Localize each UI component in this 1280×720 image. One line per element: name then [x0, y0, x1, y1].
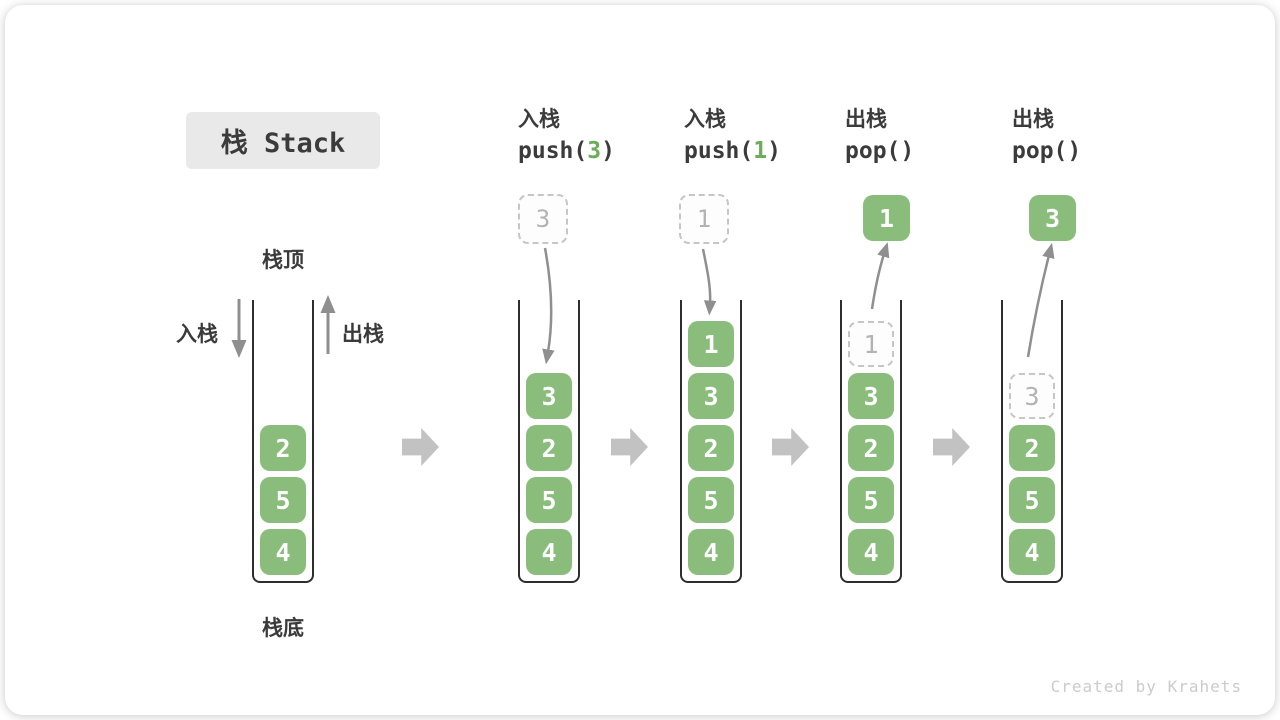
stage-transition-arrow-icon	[611, 428, 648, 466]
stack-element: 2	[688, 425, 734, 471]
operation-label-pop-2: 出栈 pop()	[1012, 106, 1081, 168]
stack-element: 3	[526, 373, 572, 419]
incoming-value: 3	[535, 205, 551, 233]
stack-element: 4	[848, 529, 894, 575]
stack-element: 5	[260, 477, 306, 523]
stack-element: 4	[688, 529, 734, 575]
incoming-value-ghost: 1	[679, 194, 729, 244]
popped-value-block: 3	[1029, 195, 1076, 241]
push-side-label: 入栈	[176, 323, 218, 346]
stack-container-initial: 2 5 4	[252, 300, 314, 583]
stack-element: 4	[260, 529, 306, 575]
operation-name: 入栈	[684, 108, 726, 131]
push-flow-arrow-icon	[701, 248, 717, 316]
stack-element: 5	[848, 477, 894, 523]
stack-container-after-pop-1: 1 3 2 5 4	[840, 300, 902, 583]
incoming-value-ghost: 3	[518, 194, 568, 244]
stack-top-label: 栈顶	[262, 249, 304, 272]
popped-value-block: 1	[863, 195, 910, 241]
operation-name: 出栈	[1012, 108, 1054, 131]
incoming-value: 1	[696, 205, 712, 233]
stack-element: 1	[688, 321, 734, 367]
diagram-title-text: 栈 Stack	[220, 128, 346, 159]
popped-value: 1	[878, 203, 895, 233]
stack-element: 2	[1009, 425, 1055, 471]
stack-element: 2	[526, 425, 572, 471]
operation-name: 出栈	[845, 108, 887, 131]
watermark-credit: Created by Krahets	[1050, 677, 1242, 696]
popped-value: 3	[1044, 203, 1061, 233]
stage-transition-arrow-icon	[933, 428, 970, 466]
operation-code: pop()	[1012, 138, 1082, 164]
operation-name: 入栈	[518, 108, 560, 131]
operation-label-push-3: 入栈 push(3)	[518, 106, 615, 168]
stack-element: 3	[688, 373, 734, 419]
stage-transition-arrow-icon	[772, 428, 809, 466]
stack-element: 5	[1009, 477, 1055, 523]
stack-container-after-push-1: 1 3 2 5 4	[680, 300, 742, 583]
stack-element: 2	[848, 425, 894, 471]
stack-container-after-pop-3: 3 2 5 4	[1001, 300, 1063, 583]
stack-element-ghost: 1	[848, 321, 894, 367]
stack-element: 3	[848, 373, 894, 419]
stack-element: 5	[526, 477, 572, 523]
stack-element: 4	[526, 529, 572, 575]
stack-element-ghost: 3	[1009, 373, 1055, 419]
operation-label-push-1: 入栈 push(1)	[684, 106, 781, 168]
pop-side-label: 出栈	[342, 323, 384, 346]
stage-transition-arrow-icon	[402, 428, 439, 466]
operation-arg: 3	[587, 138, 602, 164]
stack-element: 5	[688, 477, 734, 523]
stack-element: 4	[1009, 529, 1055, 575]
stack-container-after-push-3: 3 2 5 4	[518, 300, 580, 583]
stack-bottom-label: 栈底	[262, 617, 304, 640]
operation-code: push(1)	[684, 138, 781, 164]
operation-arg: 1	[753, 138, 768, 164]
diagram-title: 栈 Stack	[186, 112, 380, 169]
operation-code: pop()	[845, 138, 915, 164]
operation-code: push(3)	[518, 138, 615, 164]
operation-label-pop-1: 出栈 pop()	[845, 106, 914, 168]
stack-element: 2	[260, 425, 306, 471]
